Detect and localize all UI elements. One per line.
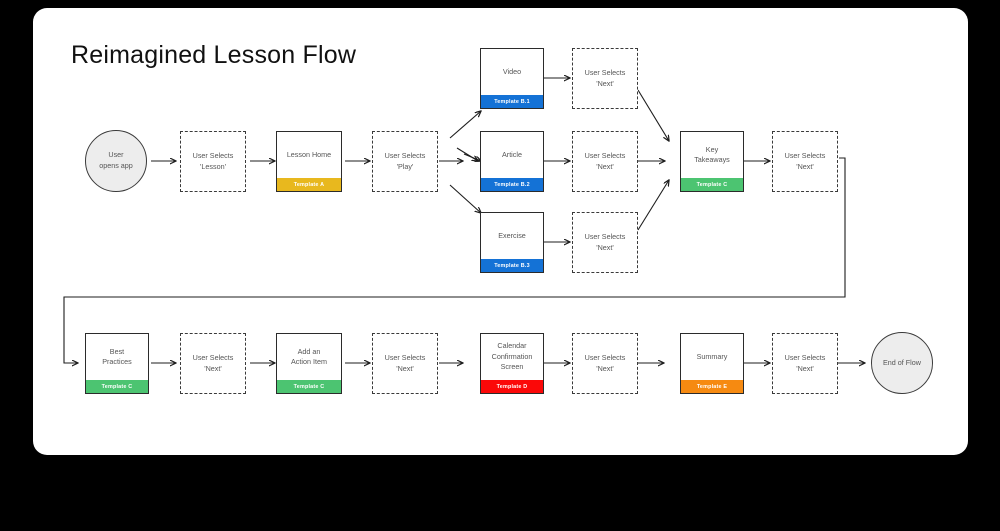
node-user-selects-lesson[interactable]: User Selects 'Lesson' <box>180 131 246 192</box>
node-summary[interactable]: Summary Template E <box>680 333 744 394</box>
node-add-action-item[interactable]: Add an Action Item Template C <box>276 333 342 394</box>
node-user-selects-next-calendar-label: User Selects 'Next' <box>584 352 626 373</box>
node-user-selects-play-label: User Selects 'Play' <box>384 150 426 171</box>
node-video[interactable]: Video Template B.1 <box>480 48 544 109</box>
page-title: Reimagined Lesson Flow <box>71 41 357 69</box>
node-end-of-flow[interactable]: End of Flow <box>871 332 933 394</box>
node-article-template: Template B.2 <box>481 178 543 191</box>
node-best-practices[interactable]: Best Practices Template C <box>85 333 149 394</box>
node-end-of-flow-label: End of Flow <box>883 357 921 367</box>
node-user-selects-next-exercise[interactable]: User Selects 'Next' <box>572 212 638 273</box>
node-user-selects-play[interactable]: User Selects 'Play' <box>372 131 438 192</box>
node-key-takeaways[interactable]: Key Takeaways Template C <box>680 131 744 192</box>
node-user-selects-next-article-label: User Selects 'Next' <box>584 150 626 171</box>
node-user-selects-next-summary[interactable]: User Selects 'Next' <box>772 333 838 394</box>
node-user-selects-next-video-label: User Selects 'Next' <box>584 67 626 88</box>
node-best-practices-template: Template C <box>86 380 148 393</box>
node-key-takeaways-label: Key Takeaways <box>694 144 730 164</box>
node-video-label: Video <box>502 66 522 76</box>
node-video-template: Template B.1 <box>481 95 543 108</box>
node-user-selects-next-article[interactable]: User Selects 'Next' <box>572 131 638 192</box>
node-add-action-item-template: Template C <box>277 380 341 393</box>
node-user-selects-next-best-practices-label: User Selects 'Next' <box>192 352 234 373</box>
node-exercise-template: Template B.3 <box>481 259 543 272</box>
node-key-takeaways-template: Template C <box>681 178 743 191</box>
node-calendar-confirmation-label: Calendar Confirmation Screen <box>491 341 533 372</box>
node-summary-template: Template E <box>681 380 743 393</box>
node-user-selects-next-video[interactable]: User Selects 'Next' <box>572 48 638 109</box>
node-user-selects-lesson-label: User Selects 'Lesson' <box>192 150 234 171</box>
node-user-selects-next-summary-label: User Selects 'Next' <box>784 352 826 373</box>
node-add-action-item-label: Add an Action Item <box>291 346 327 366</box>
node-user-selects-next-best-practices[interactable]: User Selects 'Next' <box>180 333 246 394</box>
node-summary-label: Summary <box>696 351 728 361</box>
node-lesson-home-template: Template A <box>277 178 341 191</box>
node-calendar-confirmation-template: Template D <box>481 380 543 393</box>
node-start[interactable]: User opens app <box>85 130 147 192</box>
node-start-label: User opens app <box>99 150 133 170</box>
node-user-selects-next-key-takeaways[interactable]: User Selects 'Next' <box>772 131 838 192</box>
node-user-selects-next-action-item[interactable]: User Selects 'Next' <box>372 333 438 394</box>
node-lesson-home[interactable]: Lesson Home Template A <box>276 131 342 192</box>
node-calendar-confirmation[interactable]: Calendar Confirmation Screen Template D <box>480 333 544 394</box>
node-exercise-label: Exercise <box>498 230 526 240</box>
node-article[interactable]: Article Template B.2 <box>480 131 544 192</box>
node-user-selects-next-calendar[interactable]: User Selects 'Next' <box>572 333 638 394</box>
diagram-canvas: Reimagined Lesson Flow <box>33 8 968 455</box>
node-user-selects-next-exercise-label: User Selects 'Next' <box>584 231 626 252</box>
node-user-selects-next-action-item-label: User Selects 'Next' <box>384 352 426 373</box>
connector-layer <box>63 8 968 455</box>
node-best-practices-label: Best Practices <box>102 346 132 366</box>
node-lesson-home-label: Lesson Home <box>286 149 332 159</box>
node-exercise[interactable]: Exercise Template B.3 <box>480 212 544 273</box>
node-user-selects-next-key-takeaways-label: User Selects 'Next' <box>784 150 826 171</box>
node-article-label: Article <box>502 149 522 159</box>
